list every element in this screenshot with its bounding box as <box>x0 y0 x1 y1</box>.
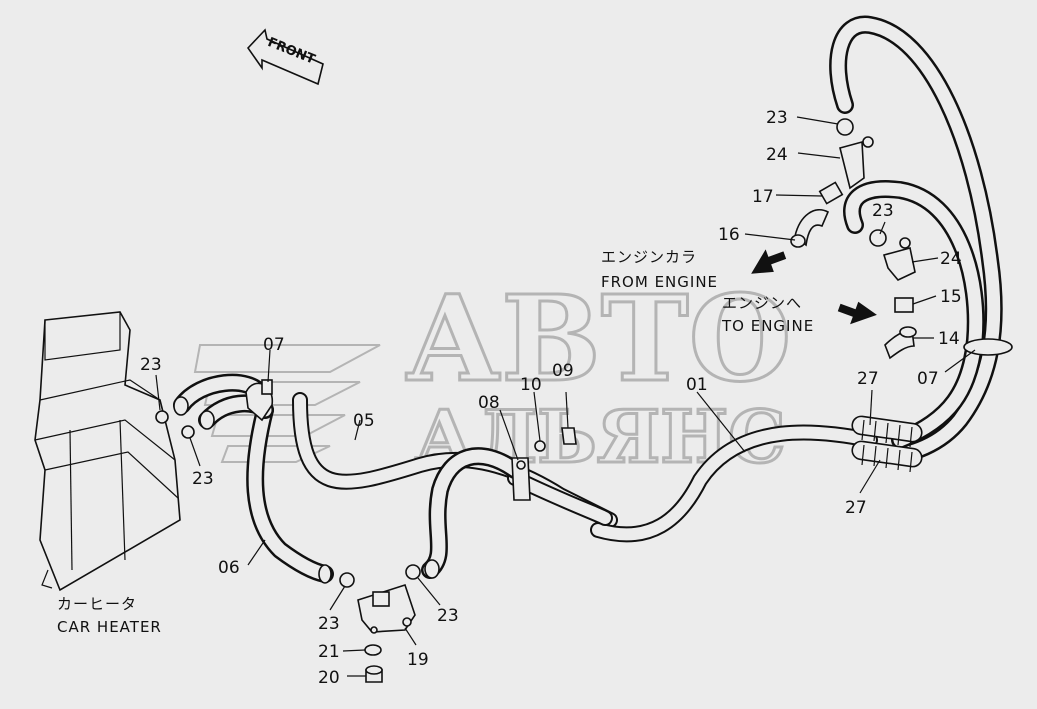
label-07-right: 07 <box>917 369 939 389</box>
label-27-bottom: 27 <box>845 498 867 518</box>
label-23-left-top: 23 <box>140 355 162 375</box>
nipple-15 <box>894 297 914 313</box>
clamp-23-group <box>155 118 887 588</box>
clip-10 <box>534 440 546 452</box>
arrow-from-engine <box>751 249 787 274</box>
label-05: 05 <box>353 411 375 431</box>
hose-right-loop <box>829 15 1003 464</box>
label-06: 06 <box>218 558 240 578</box>
car-heater-en: CAR HEATER <box>57 618 162 636</box>
label-23-bottom-right: 23 <box>437 606 459 626</box>
tee-24-right <box>882 237 916 281</box>
car-heater-unit <box>34 311 181 592</box>
bolt-09 <box>561 427 577 445</box>
label-21: 21 <box>318 642 340 662</box>
label-23-right: 23 <box>872 201 894 221</box>
from-engine-en: FROM ENGINE <box>601 273 718 291</box>
label-07-left: 07 <box>263 335 285 355</box>
watermark-line1: АВТО <box>405 269 791 408</box>
hose-06 <box>246 401 334 584</box>
label-17: 17 <box>752 187 774 207</box>
hose-middle <box>421 447 524 579</box>
leader-lines <box>155 116 976 677</box>
label-23-left-bottom: 23 <box>192 469 214 489</box>
label-08: 08 <box>478 393 500 413</box>
elbow-16 <box>790 209 830 248</box>
car-heater-jp: カーヒータ <box>57 595 137 613</box>
tee-24-top <box>839 136 874 190</box>
to-engine-jp: エンジンへ <box>722 294 802 312</box>
label-23-top: 23 <box>766 108 788 128</box>
washer-21 <box>364 644 382 656</box>
to-engine-en: TO ENGINE <box>721 317 814 335</box>
label-20: 20 <box>318 668 340 688</box>
elbow-14 <box>884 326 917 360</box>
nipple-17 <box>818 181 844 205</box>
plug-20 <box>365 665 383 683</box>
label-10: 10 <box>520 375 542 395</box>
label-24-right: 24 <box>940 249 962 269</box>
clamp-07-left <box>245 379 273 422</box>
clamp-07-right <box>963 338 1013 356</box>
watermark-logo: АВТО АЛЬЯНС <box>193 268 793 481</box>
from-engine-jp: エンジンカラ <box>601 248 697 266</box>
valve-assembly-19 <box>357 583 416 634</box>
bracket-08 <box>511 457 531 501</box>
label-19: 19 <box>407 650 429 670</box>
label-14: 14 <box>938 329 960 349</box>
label-09: 09 <box>552 361 574 381</box>
label-24-top: 24 <box>766 145 788 165</box>
label-15: 15 <box>940 287 962 307</box>
label-16: 16 <box>718 225 740 245</box>
label-27-top: 27 <box>857 369 879 389</box>
label-23-bottom-left: 23 <box>318 614 340 634</box>
label-01: 01 <box>686 375 708 395</box>
front-direction-arrow: FRONT <box>246 28 324 86</box>
arrow-to-engine <box>837 301 877 325</box>
